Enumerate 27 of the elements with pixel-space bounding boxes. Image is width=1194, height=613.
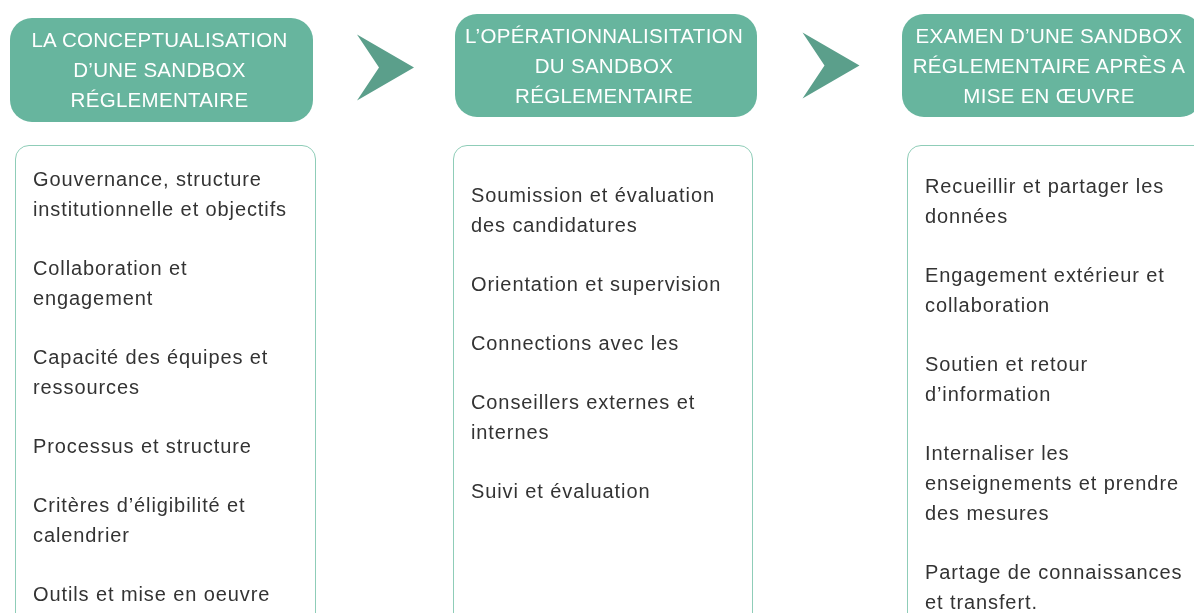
list-item: Recueillir et partager les données [925, 174, 1166, 229]
list-item: Internaliser les enseignements et prendre des mesures [925, 441, 1180, 526]
list-item: Orientation et supervision [471, 272, 723, 297]
list-item: Soumission et évaluation des candidatures [471, 183, 716, 238]
list-item: Soutien et retour d’information [925, 352, 1090, 407]
stage-header [455, 14, 757, 117]
list-item: Capacité des équipes et ressources [33, 345, 270, 400]
chevron-arrow [357, 34, 414, 101]
chevron-arrow [802, 32, 860, 99]
list-item: Collaboration et engagement [33, 256, 189, 311]
stage-title: EXAMEN D’UNE SANDBOX RÉGLEMENTAIRE APRÈS A MISE EN ŒUVRE [911, 22, 1187, 109]
stage-title: LA CONCEPTUALISATION D’UNE SANDBOX RÉGLEMENTAIRE [30, 27, 289, 113]
list-item: Critères d’éligibilité et calendrier [33, 493, 247, 548]
item-list-panel [453, 145, 753, 613]
list-item: Engagement extérieur et collaboration [925, 263, 1166, 318]
list-item: Suivi et évaluation [471, 479, 652, 504]
list-item: Processus et structure [33, 434, 253, 459]
stage-title: L’OPÉRATIONNALISITATION DU SANDBOX RÉGLEMENTAIRE [464, 22, 744, 109]
list-item: Partage de connaissances et transfert. [925, 560, 1184, 613]
list-item: Conseillers externes et internes [471, 390, 697, 445]
stage-header [10, 18, 313, 122]
list-item: Outils et mise en oeuvre [33, 582, 272, 607]
item-list-panel [907, 145, 1194, 613]
list-item: Gouvernance, structure institutionnelle et objectifs [33, 167, 288, 222]
stage-header [902, 14, 1194, 117]
item-list-panel [15, 145, 316, 613]
list-item: Connections avec les [471, 331, 681, 356]
